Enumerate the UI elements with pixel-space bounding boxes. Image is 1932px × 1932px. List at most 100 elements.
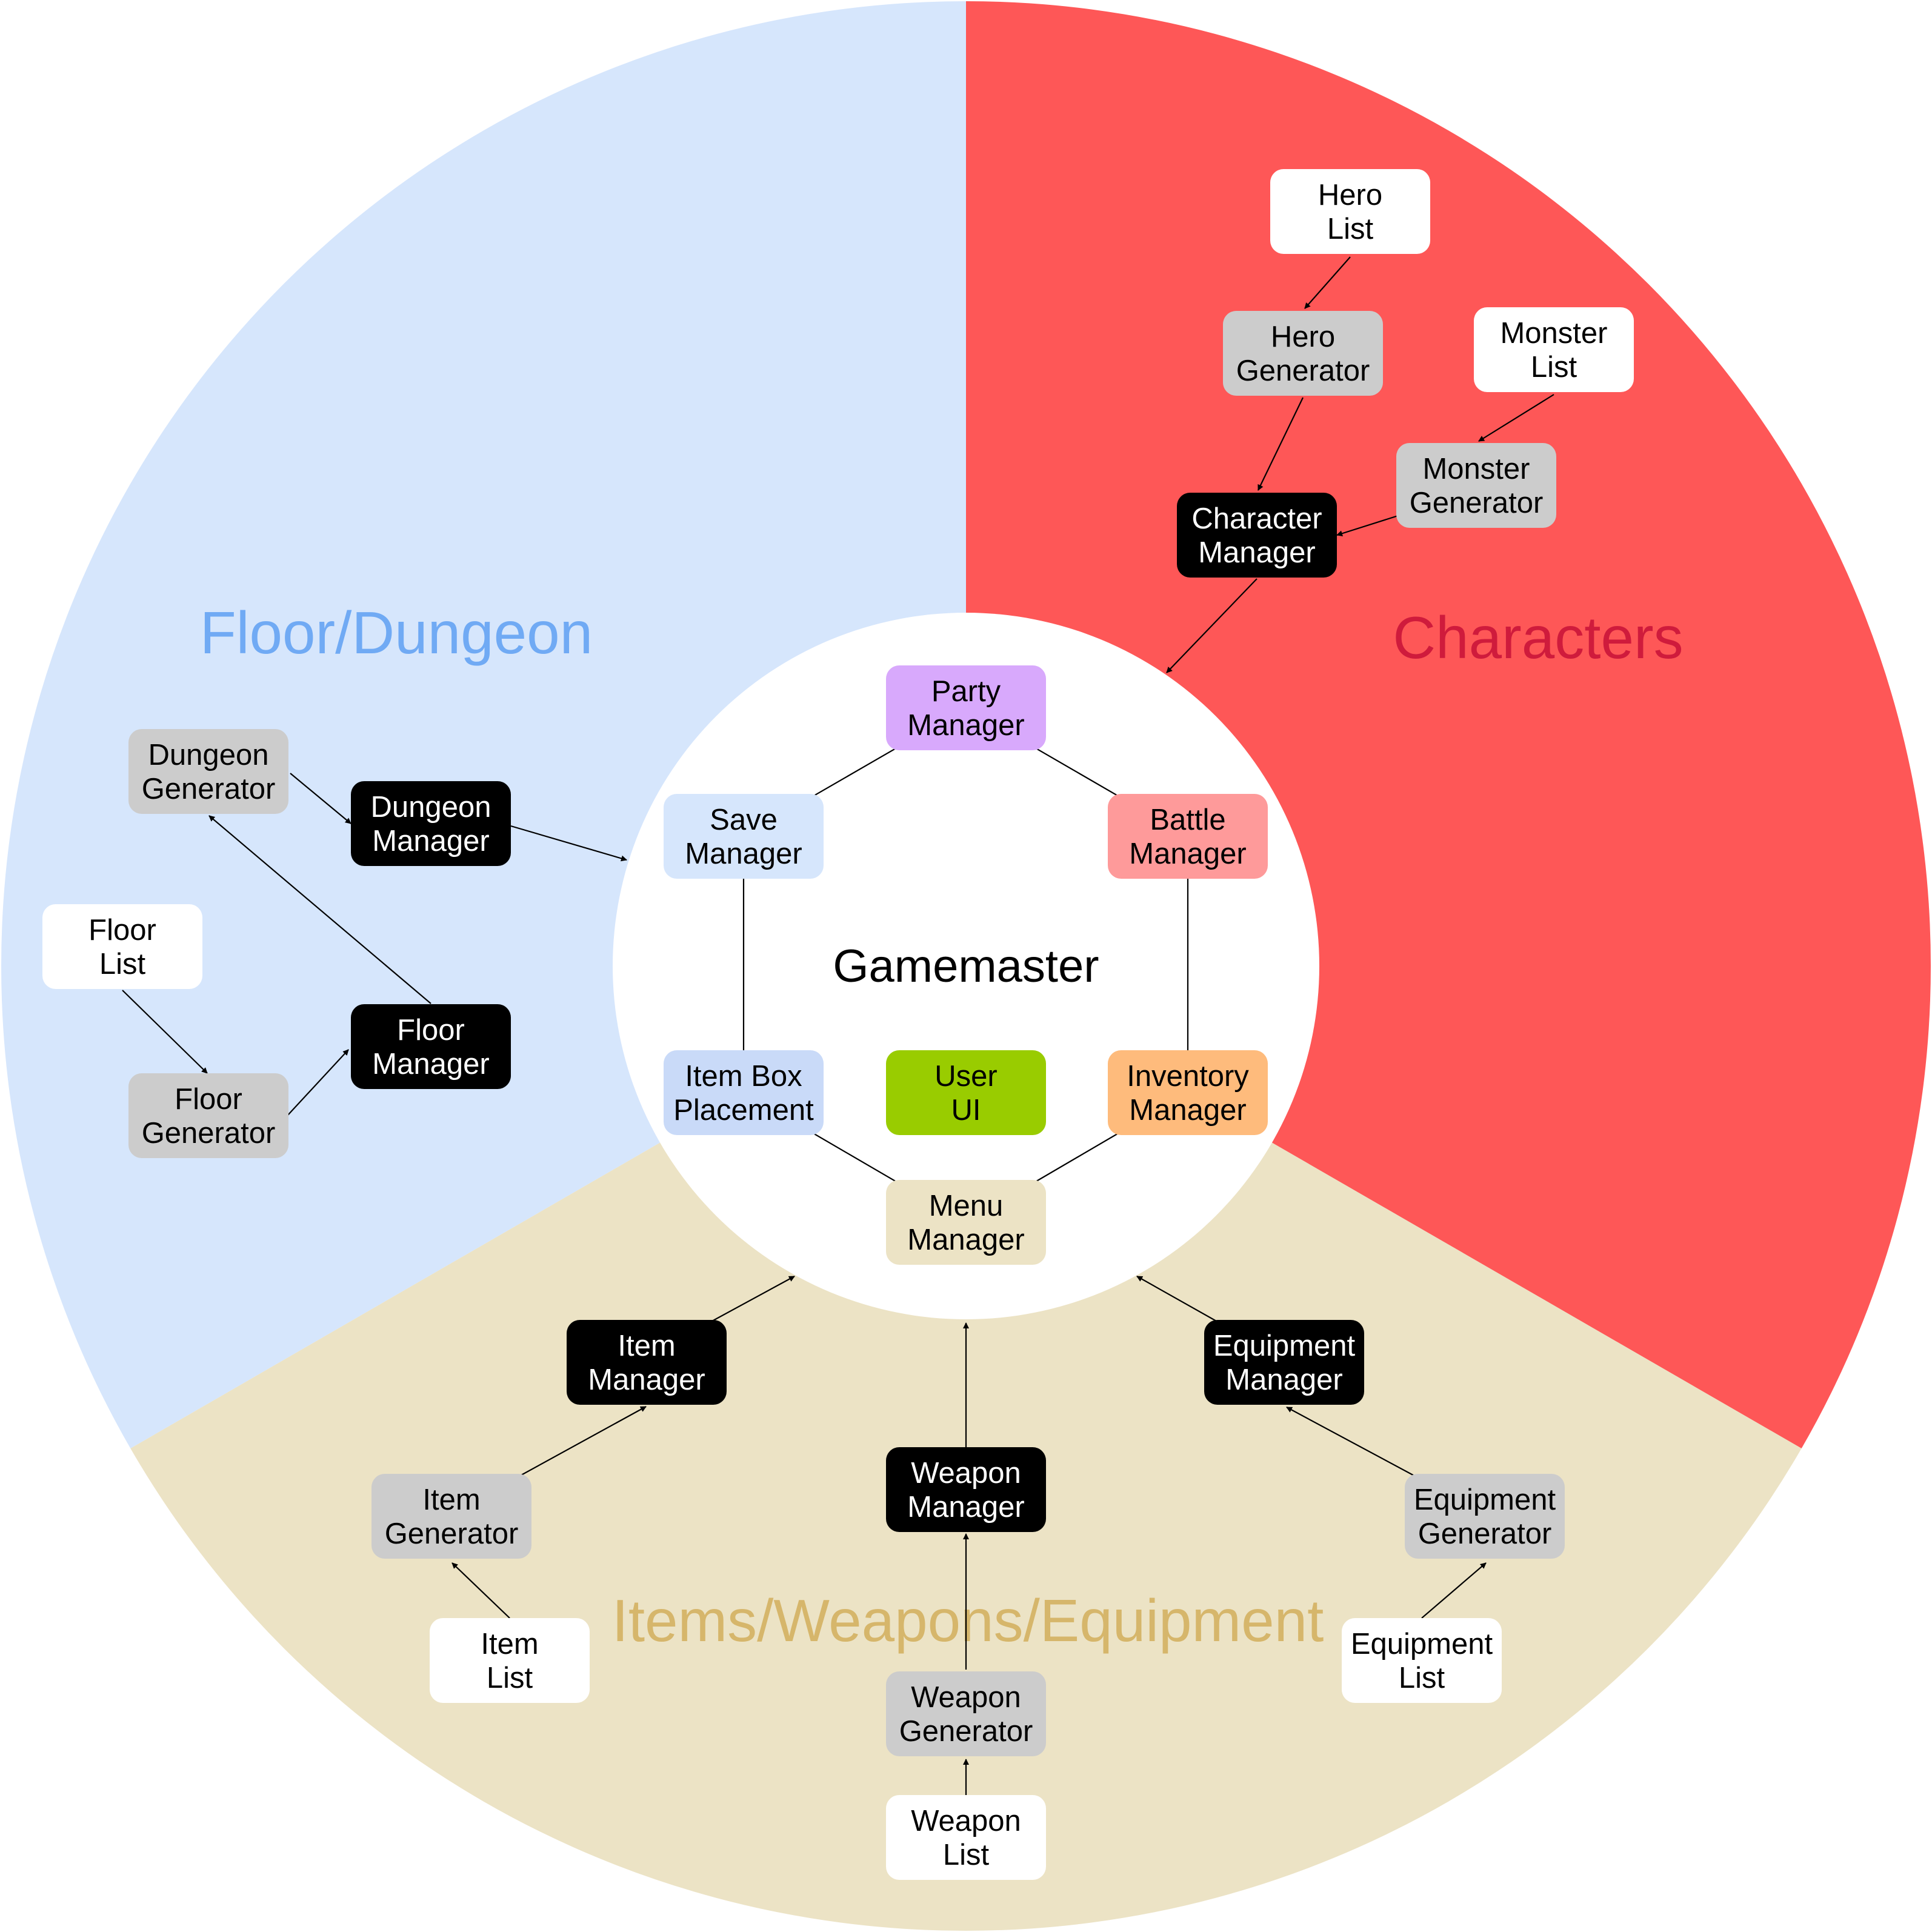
hero-generator-label-line-2: Generator <box>1236 355 1370 387</box>
monster-list-label-line-2: List <box>1531 351 1577 384</box>
item-manager-label-line-2: Manager <box>588 1364 705 1396</box>
character-manager-box <box>1177 493 1337 578</box>
item-list-label-line-1: Item <box>481 1628 538 1661</box>
party-manager-label-line-2: Manager <box>907 709 1024 742</box>
inventory-manager-box <box>1108 1050 1268 1135</box>
arrow-dungeon-generator-to-dungeon-manager <box>290 773 351 824</box>
arrow-item-generator-to-item-manager <box>515 1406 647 1479</box>
save-manager-box <box>664 794 824 879</box>
core-modules: PartyManagerBattleManagerInventoryManage… <box>664 665 1268 1265</box>
item-list-label-line-2: List <box>487 1662 533 1694</box>
menu-manager-box <box>886 1180 1046 1265</box>
item-list-box <box>430 1618 590 1703</box>
dungeon-generator-label-line-1: Dungeon <box>148 739 269 771</box>
user-ui-box <box>886 1050 1046 1135</box>
arrow-item-manager-to-gamemaster <box>710 1276 795 1322</box>
inventory-manager-label-line-2: Manager <box>1129 1094 1246 1127</box>
floor-generator-label-line-1: Floor <box>175 1083 242 1116</box>
equipment-manager-label-line-1: Equipment <box>1213 1330 1356 1362</box>
save-manager-label-line-2: Manager <box>685 838 802 870</box>
arrow-character-manager-to-gamemaster <box>1166 578 1257 673</box>
monster-generator-label-line-2: Generator <box>1410 487 1544 519</box>
item-generator-box <box>371 1474 531 1559</box>
items-weapons-equipment-label: Items/Weapons/Equipment <box>612 1587 1324 1654</box>
item-generator-label-line-1: Item <box>422 1484 480 1516</box>
subsystem-modules: HeroListHeroGeneratorMonsterListMonsterG… <box>42 169 1634 1880</box>
hero-generator-box <box>1223 311 1383 396</box>
arrow-monster-list-to-monster-generator <box>1478 394 1554 442</box>
equipment-manager-label-line-2: Manager <box>1225 1364 1342 1396</box>
arrow-equipment-manager-to-gamemaster <box>1136 1276 1218 1322</box>
hero-list-box <box>1270 169 1430 254</box>
weapon-generator-label-line-2: Generator <box>899 1715 1033 1748</box>
dungeon-generator-label-line-2: Generator <box>142 773 276 805</box>
weapon-generator-label-line-1: Weapon <box>911 1681 1021 1714</box>
monster-generator-box <box>1396 443 1556 528</box>
menu-manager-label-line-2: Manager <box>907 1224 1024 1256</box>
gamemaster-hub <box>613 613 1319 1319</box>
monster-list-box <box>1474 307 1634 392</box>
battle-manager-box <box>1108 794 1268 879</box>
characters-label: Characters <box>1393 604 1683 671</box>
inventory-manager-label-line-1: Inventory <box>1127 1060 1249 1093</box>
character-manager-label-line-1: Character <box>1191 502 1322 535</box>
hero-generator-label-line-1: Hero <box>1271 321 1335 353</box>
save-manager-label-line-1: Save <box>710 804 778 836</box>
battle-manager-label-line-2: Manager <box>1129 838 1246 870</box>
weapon-manager-box <box>886 1447 1046 1532</box>
character-manager-label-line-2: Manager <box>1198 536 1315 569</box>
party-manager-label-line-1: Party <box>931 675 1001 708</box>
arrow-equipment-list-to-equipment-generator <box>1421 1562 1487 1619</box>
floor-generator-box <box>128 1073 288 1158</box>
item-box-placement-box <box>664 1050 824 1135</box>
floor-dungeon-label: Floor/Dungeon <box>200 599 593 666</box>
floor-manager-label-line-2: Manager <box>372 1048 489 1081</box>
equipment-generator-box <box>1405 1474 1565 1559</box>
weapon-manager-label-line-1: Weapon <box>911 1457 1021 1490</box>
dungeon-generator-box <box>128 729 288 814</box>
item-manager-label-line-1: Item <box>618 1330 675 1362</box>
equipment-manager-box <box>1204 1320 1364 1405</box>
dungeon-manager-label-line-2: Manager <box>372 825 489 858</box>
user-ui-label-line-1: User <box>934 1060 997 1093</box>
weapon-list-label-line-2: List <box>943 1839 990 1871</box>
item-manager-box <box>567 1320 727 1405</box>
equipment-list-label-line-1: Equipment <box>1351 1628 1493 1661</box>
floor-manager-label-line-1: Floor <box>397 1014 465 1047</box>
equipment-list-box <box>1342 1618 1502 1703</box>
floor-list-label-line-2: List <box>99 948 146 981</box>
equipment-generator-label-line-1: Equipment <box>1414 1484 1556 1516</box>
weapon-list-label-line-1: Weapon <box>911 1805 1021 1837</box>
battle-manager-label-line-1: Battle <box>1150 804 1225 836</box>
item-box-placement-label-line-1: Item Box <box>685 1060 802 1093</box>
floor-list-box <box>42 904 202 989</box>
dependency-arrows <box>122 256 1554 1795</box>
monster-generator-label-line-1: Monster <box>1422 453 1530 485</box>
arrow-floor-generator-to-floor-manager <box>287 1049 349 1116</box>
arrow-equipment-generator-to-equipment-manager <box>1286 1407 1419 1479</box>
floor-manager-box <box>351 1004 511 1089</box>
equipment-list-label-line-2: List <box>1399 1662 1445 1694</box>
hero-list-label-line-1: Hero <box>1318 179 1382 212</box>
